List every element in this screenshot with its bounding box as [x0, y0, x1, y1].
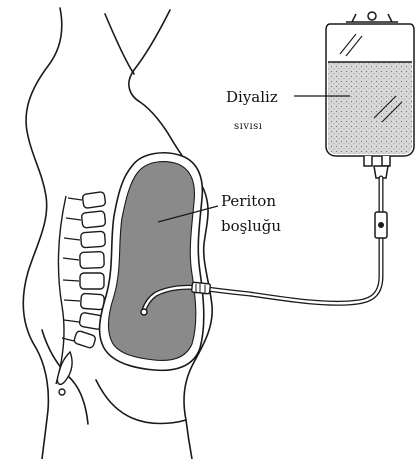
vertebra — [81, 211, 105, 228]
back-contour — [23, 8, 61, 459]
label-dialysis-fluid: Diyaliz — [226, 88, 278, 106]
bag-hanger-ring — [368, 12, 376, 20]
catheter-tip — [141, 309, 147, 315]
sacrum — [57, 352, 72, 384]
bag-fluid — [328, 62, 412, 154]
vertebra — [80, 252, 105, 269]
label-peritoneal-cavity: Periton — [221, 192, 276, 210]
vertebra — [82, 192, 106, 209]
pelvis-inner — [96, 380, 186, 424]
vertebra — [80, 293, 104, 310]
vertebra — [80, 273, 104, 289]
bag-port-right — [382, 156, 390, 166]
arm-contour — [105, 14, 134, 74]
vertebra — [81, 231, 106, 248]
label-peritoneal-cavity-line2: boşluğu — [221, 217, 281, 235]
spine-cord — [56, 196, 66, 384]
bag-port-left — [364, 156, 372, 166]
dialysis-bag — [326, 12, 414, 178]
catheter-connector — [192, 282, 211, 294]
peritoneal-cavity — [100, 153, 204, 371]
spine — [56, 192, 106, 395]
vertebra — [73, 330, 96, 349]
label-dialysis-fluid-line2: sıvısı — [234, 121, 263, 132]
